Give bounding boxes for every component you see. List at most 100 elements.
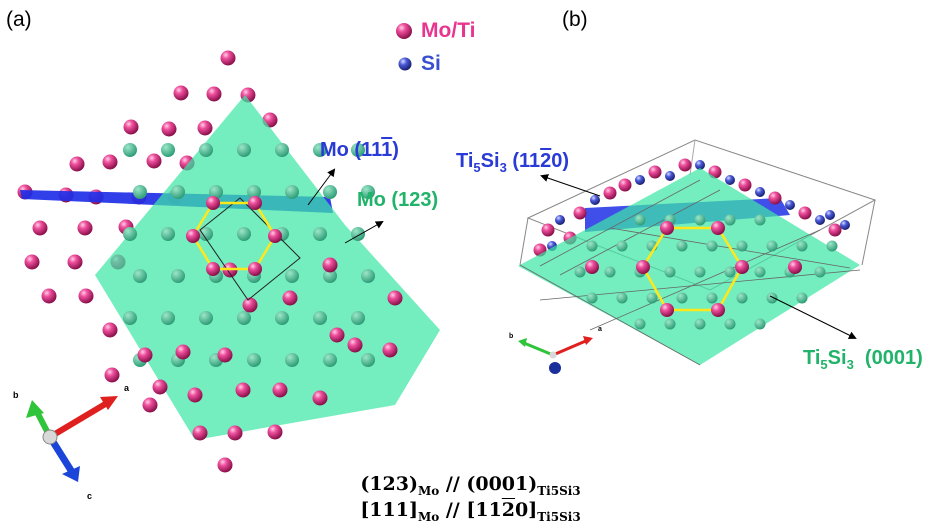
- ti-si-atom-ghost: [724, 318, 736, 330]
- si-atom: [725, 175, 735, 185]
- ti5si3-0001-plane: [518, 168, 860, 365]
- si-atom: [590, 195, 600, 205]
- axis-b-arrow: [26, 400, 44, 418]
- hexagon-vertex-atom: [206, 262, 220, 276]
- hexagon-vertex-atom: [206, 196, 220, 210]
- mo-atoms-under-plane: [123, 143, 375, 367]
- si-legend-sphere: [398, 57, 412, 71]
- ti-si-atom-ghost: [664, 266, 676, 278]
- orientation-relation-line-2: [111]Mo // [1120]Ti5Si3: [360, 499, 581, 524]
- si-atom: [635, 175, 645, 185]
- ti-si-atom-ghost: [586, 292, 598, 304]
- mo-ti-atom: [217, 347, 233, 363]
- ti-si-atom-ghost: [736, 292, 748, 304]
- mo-ti-atom: [220, 50, 236, 66]
- mo-ti-atom: [206, 86, 222, 102]
- mo-ti-atom-ghost: [133, 185, 147, 199]
- ti-si-atom-ghost: [706, 240, 718, 252]
- mo-ti-atom: [102, 154, 118, 170]
- mo-ti-atom-ghost: [123, 311, 137, 325]
- axis-a-label: a: [124, 383, 130, 393]
- orientation-relation-line-1: (123)Mo // (0001)Ti5Si3: [360, 473, 581, 498]
- mo-ti-atom-ghost: [209, 185, 223, 199]
- panel-a-structure: [17, 50, 440, 473]
- mo-ti-atom-ghost: [171, 269, 185, 283]
- hexagon-vertex-atom: [585, 260, 599, 274]
- ti-si-atom-ghost: [586, 240, 598, 252]
- hexagon-b-atoms: [585, 221, 802, 317]
- ti5si3-0001-label: Ti5Si3 (0001): [803, 347, 923, 372]
- axis-a-label-b: a: [598, 326, 602, 333]
- si-atom: [840, 220, 850, 230]
- hexagon-a-atoms: [186, 196, 282, 276]
- ti5si3-0001-arrow: [769, 295, 857, 339]
- mo-ti-atom-ghost: [161, 311, 175, 325]
- ti-si-atom-ghost: [796, 292, 808, 304]
- mo-ti-atom: [161, 121, 177, 137]
- hexagon-vertex-atom: [660, 221, 674, 235]
- hexagon-vertex-atom: [268, 229, 282, 243]
- mo-ti-atom: [123, 119, 139, 135]
- mo-ti-atom-ghost: [161, 143, 175, 157]
- ti-si-atom-ghost: [634, 318, 646, 330]
- mo-ti-atom-ghost: [123, 227, 137, 241]
- mo-ti-atom: [541, 223, 555, 237]
- ti-si-atom-ghost: [694, 266, 706, 278]
- hexagon-vertex-atom: [248, 196, 262, 210]
- mo-ti-atom: [618, 178, 632, 192]
- mo-ti-atom-ghost: [275, 311, 289, 325]
- hexagon-vertex-atom: [735, 260, 749, 274]
- mo-ti-atom: [24, 254, 40, 270]
- si-atom: [695, 160, 705, 170]
- si-atom: [785, 200, 795, 210]
- hexagon-vertex-atom: [660, 303, 674, 317]
- ti-si-atom-ghost: [664, 318, 676, 330]
- axis-c-label-b: c: [557, 374, 561, 380]
- mo-ti-atom-ghost: [237, 227, 251, 241]
- legend-mo-ti: Mo/Ti: [421, 19, 476, 42]
- ti-si-atom-ghost: [604, 266, 616, 278]
- mo-ti-atom: [137, 347, 153, 363]
- mo-ti-atom: [104, 367, 120, 383]
- mo-ti-atom-ghost: [123, 143, 137, 157]
- ti-si-atom-ghost: [766, 240, 778, 252]
- mo-ti-atom: [382, 342, 398, 358]
- axis-triad-a: a b c: [13, 383, 130, 501]
- panel-b-structure: [518, 139, 877, 366]
- ti-si-atom-ghost: [646, 292, 658, 304]
- mo-ti-atom-ghost: [323, 185, 337, 199]
- mo-ti-atom-ghost: [313, 311, 327, 325]
- hexagon-vertex-atom: [711, 303, 725, 317]
- mo-ti-atom: [678, 158, 692, 172]
- mo-ti-atom: [77, 220, 93, 236]
- mo-ti-atom: [347, 337, 363, 353]
- mo-ti-atom: [798, 206, 812, 220]
- si-atom: [665, 171, 675, 181]
- mo-123-arrow: [344, 221, 384, 244]
- mo-ti-atom: [603, 186, 617, 200]
- mo-ti-atom: [768, 191, 782, 205]
- ti-si-atoms-under-plane: [574, 214, 838, 330]
- axis-triad-b: a b c: [509, 326, 602, 380]
- axis-c-arrow: [62, 466, 80, 482]
- mo-ti-atom-ghost: [237, 143, 251, 157]
- mo-ti-atom-ghost: [323, 353, 337, 367]
- ti-si-atom-ghost: [754, 214, 766, 226]
- mo-ti-atom: [235, 382, 251, 398]
- mo-ti-atom: [173, 85, 189, 101]
- mo-ti-atom: [322, 257, 338, 273]
- mo-ti-atom-ghost: [237, 311, 251, 325]
- mo-ti-atom: [78, 288, 94, 304]
- mo-ti-atom-ghost: [247, 353, 261, 367]
- mo-ti-atom-ghost: [323, 269, 337, 283]
- mo-ti-atom-ghost: [285, 353, 299, 367]
- mo-ti-atom: [175, 344, 191, 360]
- mo-ti-atom-ghost: [351, 143, 365, 157]
- mo-ti-atom: [192, 425, 208, 441]
- mo-ti-atom: [387, 290, 403, 306]
- ti5si3-1120-label: Ti5Si3 (1120): [456, 150, 570, 175]
- unit-cell-outline: [199, 197, 301, 301]
- ti-si-atom-ghost: [574, 266, 586, 278]
- hexagon-vertex-atom: [186, 229, 200, 243]
- mo-ti-atom-ghost: [313, 143, 327, 157]
